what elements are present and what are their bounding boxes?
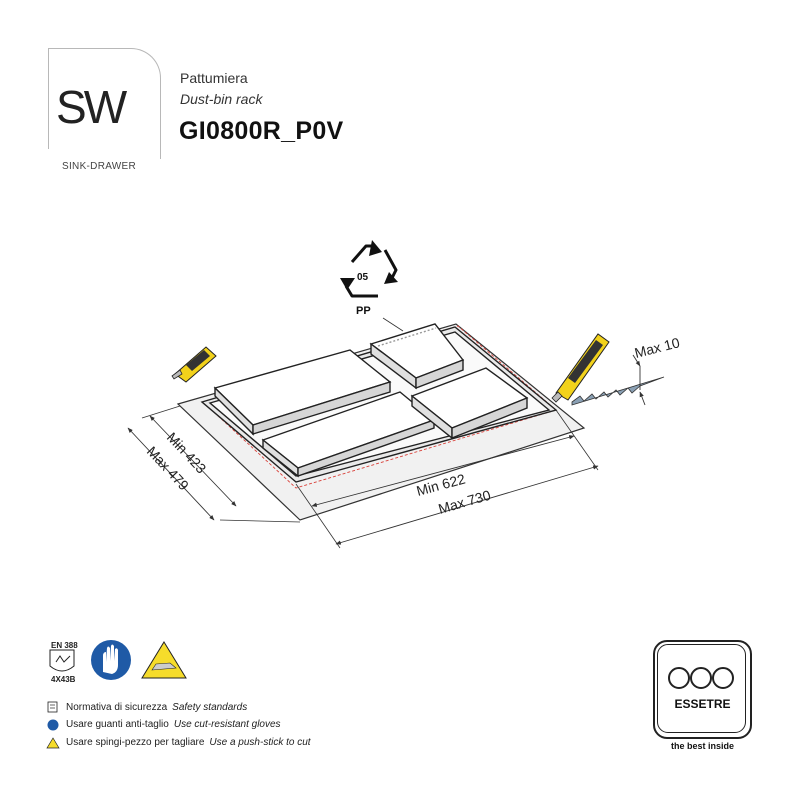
dim-max-thickness: Max 10 <box>633 334 682 361</box>
thickness-arrow-bottom <box>639 391 646 406</box>
bin-small-front <box>410 367 529 440</box>
legend-standards-english: Safety standards <box>172 702 248 713</box>
recycle-number: 05 <box>357 272 369 283</box>
max-width-dim-line <box>335 465 599 545</box>
brand-logo: SW <box>56 81 127 133</box>
essetre-logo-frame <box>653 640 752 739</box>
width-ext-1 <box>555 409 599 471</box>
en388-standard-label: EN 388 <box>51 641 78 650</box>
max-depth-dim-line <box>127 427 215 521</box>
cutter-knife-left-icon <box>171 346 217 383</box>
cutter-knife-right-icon <box>551 333 610 403</box>
legend-row-pushstick: Usare spingi-pezzo per tagliare Use a pu… <box>66 737 311 748</box>
product-name-italian: Pattumiera <box>180 70 248 86</box>
logo-frame <box>48 48 161 159</box>
recycle-pp-icon <box>340 240 398 298</box>
en388-code-label: 4X43B <box>51 675 76 684</box>
warning-triangle-icon <box>141 641 187 679</box>
product-name-english: Dust-bin rack <box>180 91 263 107</box>
depth-ext-2 <box>219 519 301 523</box>
legend-warning-icon <box>46 737 60 749</box>
product-code: GI0800R_P0V <box>179 117 344 145</box>
saw-blade-icon <box>571 376 665 406</box>
essetre-logo-icon <box>668 667 734 689</box>
maker-tagline: the best inside <box>670 741 734 751</box>
legend-row-gloves: Usare guanti anti-taglio Use cut-resista… <box>66 719 281 730</box>
glove-icon <box>91 640 131 680</box>
legend-row-standards: Normativa di sicurezza Safety standards <box>66 702 247 713</box>
legend-standard-icon <box>47 701 58 713</box>
maker-name: ESSETRE <box>674 697 731 711</box>
brand-subtitle: SINK-DRAWER <box>62 161 137 172</box>
thickness-arrow-top <box>632 354 641 367</box>
bin-large-back <box>213 349 392 436</box>
legend-pushstick-italian: Usare spingi-pezzo per tagliare <box>66 737 205 748</box>
recycle-leader-line <box>382 317 404 332</box>
width-ext-2 <box>295 483 341 549</box>
legend-pushstick-english: Use a push-stick to cut <box>209 737 311 748</box>
essetre-logo-inner <box>657 644 746 733</box>
en388-shield-icon <box>49 649 75 672</box>
legend-standards-italian: Normativa di sicurezza <box>66 702 168 713</box>
legend-gloves-english: Use cut-resistant gloves <box>173 719 281 730</box>
legend-gloves-italian: Usare guanti anti-taglio <box>66 719 169 730</box>
recycle-material: PP <box>356 305 371 317</box>
depth-ext-1 <box>141 405 181 419</box>
bin-small-back <box>369 323 465 390</box>
legend-glove-icon <box>47 719 59 731</box>
